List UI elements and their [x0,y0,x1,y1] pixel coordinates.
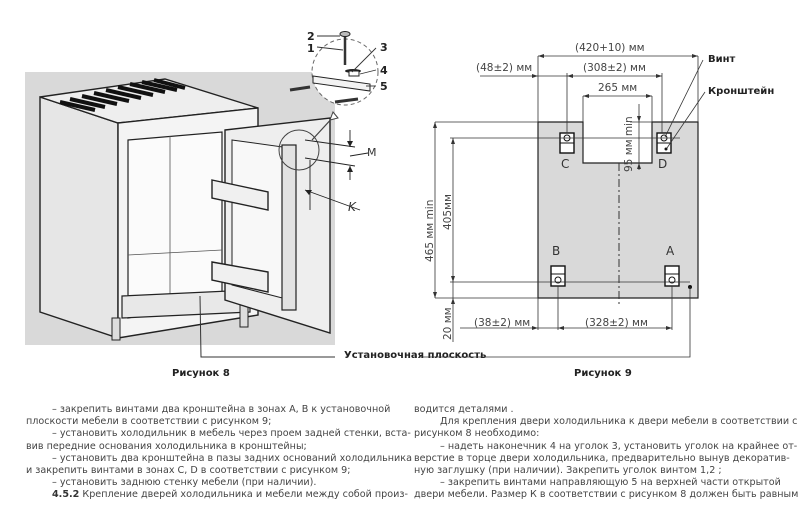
dimension-arrows [433,54,698,330]
dim-bottom: 20 мм [442,307,454,340]
dimension-m-label: M [367,146,377,159]
text-line: водится деталями . [414,404,514,415]
label-screw: Винт [708,54,736,65]
text-line: – установить заднюю стенку мебели (при н… [52,477,317,489]
text-line: – закрепить винтами два кронштейна в зон… [52,404,391,415]
mounting-diagram: C D B A [410,42,774,358]
text-line: – установить два кронштейна в пазы задни… [52,452,412,464]
text-line: и закрепить винтами в зонах С, D в соотв… [26,465,351,477]
zone-c-label: C [561,157,569,171]
callout-3: 3 [380,41,388,54]
fridge-illustration: M K 2 1 3 4 5 [25,30,388,358]
fridge-plinth [121,289,251,319]
text-line: плоскости мебели в соответствии с рисунк… [26,416,272,428]
dim-height-total: 465 мм min [424,200,436,262]
dim-top-span: (308±2) мм [583,62,646,74]
figure-8: M K 2 1 3 4 5 [0,0,420,390]
dim-cutout-depth: 95 мм min [623,116,635,172]
zone-d-label: D [658,157,667,171]
door-shelf-lower [211,261,269,293]
bracket-a [664,265,680,287]
vent-grille [59,78,186,112]
fridge-side-panel [39,96,119,339]
text-line: – установить холодильник в мебель через … [52,428,411,440]
door-edge [281,144,297,311]
bracket-d [656,132,672,154]
guide-5 [312,75,371,92]
dim-cutout: 265 мм [598,82,637,94]
figure-9-caption: Рисунок 9 [574,368,632,379]
dimension-k [304,160,361,211]
section-number: 4.5.2 [52,489,80,501]
plane-leader-line [199,295,335,358]
dim-left-offset-top: (48±2) мм [476,62,532,74]
screw-cap-2 [339,31,351,37]
label-bracket: Кронштейн [708,86,774,97]
section-text: Крепление дверей холодильника и мебели м… [82,489,408,501]
callout-1: 1 [307,42,315,55]
door-shelf-upper [211,179,269,211]
text-column-right: водится деталями . Для крепления двери х… [414,404,799,502]
section-heading: 4.5.2 Крепление дверей холодильника и ме… [26,489,408,501]
text-line: – закрепить винтами направляющую 5 на ве… [440,477,781,489]
callout-2: 2 [307,30,315,43]
tip-4 [348,70,360,77]
text-line: двери мебели. Размер К в соответствии с … [414,489,799,501]
zone-a-label: A [666,244,675,258]
zone-b-label: B [552,244,560,258]
text-line: рисунком 8 необходимо: [414,428,540,440]
text-column-left: – закрепить винтами два кронштейна в зон… [26,404,412,502]
text-line: верстие в торце двери холодильника, пред… [414,452,790,464]
dim-height-holes: 405мм [442,194,454,230]
text-line: Для крепления двери холодильника к двери… [440,416,798,428]
dimension-k-label: K [348,200,357,214]
callout-5: 5 [380,80,388,93]
figure-9: C D B A [410,0,800,390]
figure-8-caption: Рисунок 8 [172,368,230,379]
text-line: – надеть наконечник 4 на уголок 3, устан… [440,440,798,452]
bracket-c [559,132,575,154]
dim-total-width: (420+10) мм [575,42,645,54]
detail-circle [278,129,320,171]
callout-4: 4 [380,64,388,77]
fridge-interior [127,131,223,319]
text-line: вив передние основания холодильника в кр… [26,440,307,452]
dim-bottom-span: (328±2) мм [585,317,648,329]
installation-plane-label: Установочная плоскость [344,350,487,361]
dim-left-offset-bottom: (38±2) мм [474,317,530,329]
dimension-m [304,130,369,180]
text-line: ную заглушку (при наличии). Закрепить уг… [414,465,722,477]
bracket-b [550,265,566,287]
